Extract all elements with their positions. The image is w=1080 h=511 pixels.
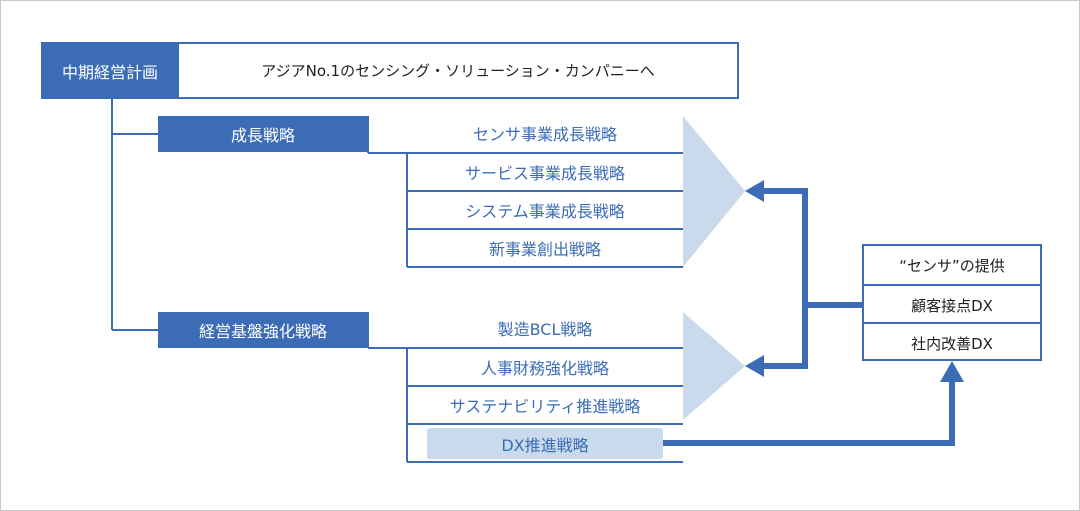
dx-outcome-sensor: “センサ”の提供 [899,256,1005,275]
vision-statement: アジアNo.1のセンシング・ソリューション・カンパニーへ [179,42,739,99]
arrowhead-icon [745,180,764,202]
foundation-strategy-label: 経営基盤強化戦略 [158,312,368,348]
foundation-item-dx: DX推進戦略 [427,428,663,459]
foundation-item-sustainability: サステナビリティ推進戦略 [449,397,641,416]
dx-outcome-customer: 顧客接点DX [864,284,1040,324]
growth-item-system: システム事業成長戦略 [465,202,625,221]
growth-item-new-business: 新事業創出戦略 [488,240,601,259]
foundation-item-manufacturing: 製造BCL戦略 [497,320,593,339]
dx-outcomes-box: “センサ”の提供 顧客接点DX 社内改善DX [862,244,1042,361]
dx-arrow [662,380,955,446]
arrowhead-icon [940,361,964,382]
dx-outcome-internal: 社内改善DX [864,322,1040,362]
growth-item-sensor: センサ事業成長戦略 [472,125,617,144]
foundation-convergence-triangle [683,312,745,420]
feedback-arrow-growth [760,188,862,308]
growth-strategy-label: 成長戦略 [158,116,368,152]
growth-convergence-triangle [683,116,745,267]
growth-item-service: サービス事業成長戦略 [464,164,625,183]
foundation-item-hr-finance: 人事財務強化戦略 [480,359,609,378]
arrowhead-icon [745,355,764,377]
feedback-arrow-foundation [760,305,808,369]
plan-label: 中期経営計画 [41,42,179,99]
